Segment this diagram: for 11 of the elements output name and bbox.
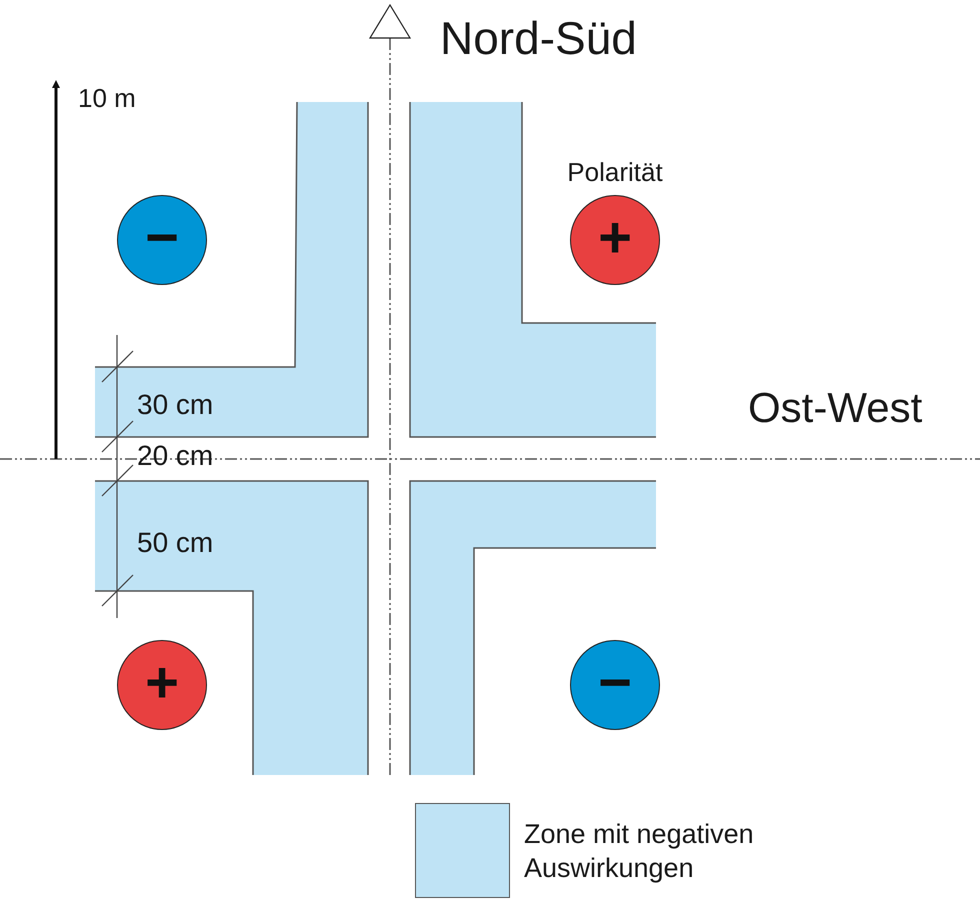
- legend-label: Zone mit negativen Auswirkungen: [524, 818, 755, 885]
- axis-label: Nord-Süd: [440, 15, 637, 61]
- polarity-circle: −: [117, 195, 207, 285]
- polarity-circle: +: [117, 640, 207, 730]
- dimension-label: 50 cm: [137, 529, 214, 557]
- dimension-label: 30 cm: [137, 391, 214, 419]
- polarity-circle: −: [570, 640, 660, 730]
- polarity-circle: +: [570, 195, 660, 285]
- dimension-label: 10 m: [78, 85, 136, 111]
- axis-label: Ost-West: [748, 387, 922, 429]
- node-caption: Polarität: [566, 159, 664, 185]
